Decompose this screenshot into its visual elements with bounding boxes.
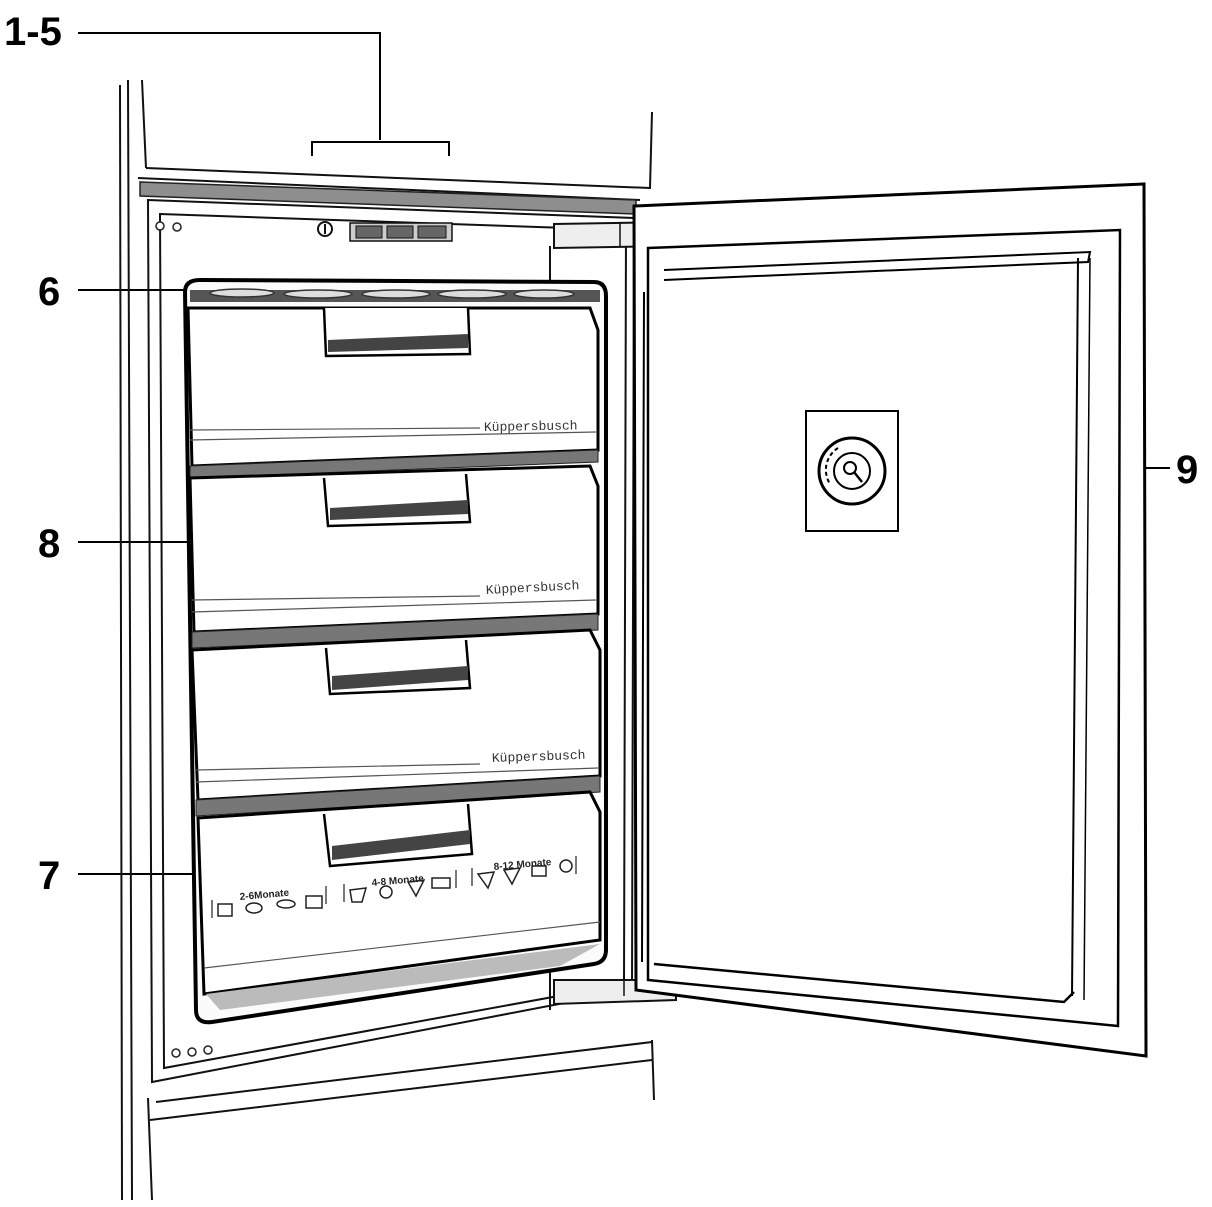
food-icons <box>217 859 573 917</box>
food-icon <box>245 902 263 914</box>
food-icon <box>305 895 323 909</box>
leader-line-1-5 <box>78 32 381 140</box>
cooling-plate <box>190 288 600 302</box>
food-icon <box>217 903 233 917</box>
storage-guide-dividers <box>211 856 577 918</box>
drawer-3 <box>190 628 602 817</box>
food-icon <box>502 867 522 886</box>
screw-holes <box>155 221 213 1058</box>
food-icon <box>276 899 296 909</box>
storage-label-medium: 4-8 Monate <box>371 873 424 889</box>
callout-9: 9 <box>1176 448 1199 492</box>
drawer-2 <box>188 464 600 649</box>
food-icon <box>406 879 426 898</box>
door-thermometer <box>805 410 899 532</box>
callout-1-5: 1-5 <box>4 10 62 54</box>
storage-label-short: 2-6Monate <box>239 888 290 903</box>
storage-label-long: 8-12 Monate <box>493 857 552 873</box>
callout-6: 6 <box>38 270 61 314</box>
food-icon <box>349 887 368 903</box>
drawer-3-brand: Küppersbusch <box>492 748 586 766</box>
drawer-2-brand: Küppersbusch <box>485 578 579 598</box>
food-icon <box>559 859 573 873</box>
control-panel <box>317 221 453 242</box>
drawer-4 <box>196 790 602 1010</box>
callout-8: 8 <box>38 522 61 566</box>
callout-7: 7 <box>38 854 61 898</box>
freezer-door <box>632 182 1148 1058</box>
drawer-1 <box>186 306 600 479</box>
cabinet-housing <box>119 79 655 1201</box>
food-icon <box>431 877 451 889</box>
food-icon <box>379 885 393 899</box>
food-icon <box>531 865 547 877</box>
drawer-1-brand: Küppersbusch <box>484 418 578 435</box>
bracket-controls <box>311 141 450 156</box>
food-icon <box>476 871 496 890</box>
